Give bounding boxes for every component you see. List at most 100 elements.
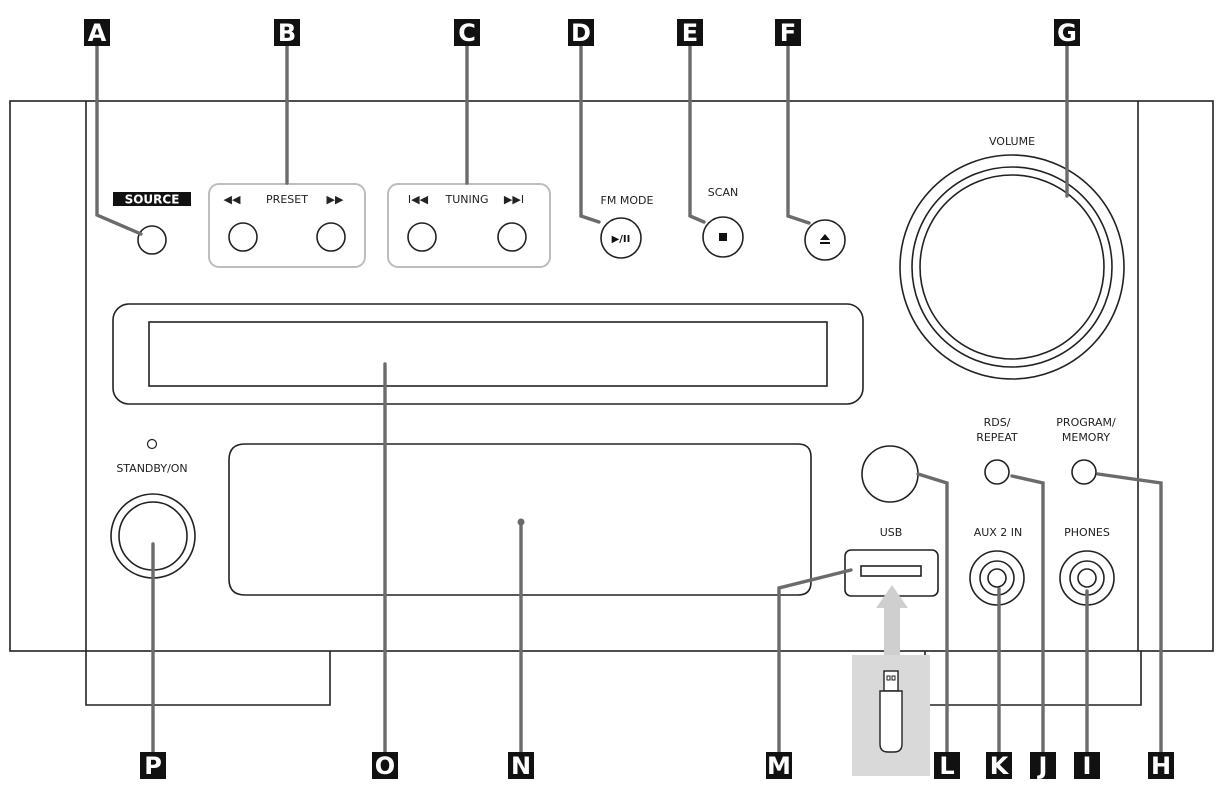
callouts: A B C D E F G H I J K L M N O P — [84, 19, 1174, 780]
rds-repeat-button[interactable] — [984, 459, 1010, 485]
preset-next-glyph: ▶▶ — [327, 193, 344, 206]
volume-label: VOLUME — [989, 135, 1035, 148]
callout-i-letter: I — [1083, 752, 1092, 780]
callout-c: C — [454, 19, 480, 47]
front-panel-outline — [9, 100, 1214, 652]
callout-a: A — [84, 19, 110, 47]
preset-group: ◀◀ PRESET ▶▶ — [208, 183, 366, 268]
callout-g: G — [1054, 19, 1080, 47]
standby-indicator — [146, 438, 158, 450]
callout-n: N — [508, 752, 534, 780]
scan-control: SCAN — [702, 186, 744, 258]
play-pause-icon: ▶/II — [612, 234, 631, 245]
callout-d: D — [568, 19, 594, 47]
callout-h-letter: H — [1151, 752, 1171, 780]
volume-control: VOLUME — [899, 135, 1125, 380]
callout-l-letter: L — [939, 752, 954, 780]
callout-b: B — [274, 19, 300, 47]
stop-icon — [719, 233, 727, 241]
usb-insertion-illustration — [852, 585, 930, 776]
unit-body — [9, 100, 1214, 706]
standby-control: STANDBY/ON — [110, 438, 196, 579]
rds-repeat-control: RDS/ REPEAT — [976, 416, 1018, 485]
program-memory-button[interactable] — [1071, 459, 1097, 485]
tuning-down-button[interactable] — [407, 222, 437, 252]
standby-label: STANDBY/ON — [116, 462, 187, 475]
stop-button[interactable] — [702, 216, 744, 258]
usb-stick-icon — [879, 670, 903, 753]
right-foot — [924, 651, 1142, 706]
program-label-line2: MEMORY — [1062, 431, 1111, 444]
remote-sensor — [861, 445, 919, 503]
callout-d-letter: D — [571, 19, 591, 47]
callout-p-letter: P — [144, 752, 162, 780]
callout-g-letter: G — [1057, 19, 1077, 47]
callout-l: L — [934, 752, 960, 780]
tuning-label: TUNING — [445, 193, 489, 206]
preset-up-button[interactable] — [316, 222, 346, 252]
play-pause-button[interactable] — [600, 217, 642, 259]
callout-e-letter: E — [682, 19, 698, 47]
eject-control — [804, 219, 846, 261]
callout-i: I — [1074, 752, 1100, 780]
usb-label: USB — [880, 526, 903, 539]
display-window — [228, 443, 812, 596]
leader-m — [777, 568, 853, 754]
leader-e — [688, 44, 706, 224]
disc-tray-slot — [148, 321, 828, 387]
scan-label: SCAN — [708, 186, 738, 199]
preset-down-button[interactable] — [228, 222, 258, 252]
callout-j-letter: J — [1037, 752, 1048, 780]
callout-o: O — [372, 752, 398, 780]
volume-knob[interactable] — [919, 174, 1105, 360]
source-control: SOURCE — [113, 192, 191, 255]
aux-jack[interactable] — [987, 568, 1007, 588]
phones-jack[interactable] — [1077, 568, 1097, 588]
source-button[interactable] — [137, 225, 167, 255]
rds-label-line2: REPEAT — [976, 431, 1018, 444]
tuning-up-button[interactable] — [497, 222, 527, 252]
leader-h — [1096, 472, 1163, 754]
source-label: SOURCE — [125, 193, 180, 207]
tuning-next-glyph: ▶▶I — [504, 193, 524, 206]
callout-k-letter: K — [990, 752, 1010, 780]
aux-jack-outer — [969, 550, 1025, 606]
disc-tray — [112, 303, 864, 405]
callout-f: F — [775, 19, 801, 47]
play-pause-control: FM MODE ▶/II — [600, 194, 653, 259]
callout-f-letter: F — [780, 19, 796, 47]
preset-label: PRESET — [266, 193, 308, 206]
phones-label: PHONES — [1064, 526, 1110, 539]
leader-j — [1010, 474, 1045, 754]
program-memory-control: PROGRAM/ MEMORY — [1056, 416, 1116, 485]
eject-button[interactable] — [804, 219, 846, 261]
tuning-prev-glyph: I◀◀ — [408, 193, 429, 206]
source-label-bg — [113, 192, 191, 206]
tuning-group: I◀◀ TUNING ▶▶I — [387, 183, 551, 268]
volume-knob-middle-ring — [911, 166, 1113, 368]
usb-insert-arrow — [876, 585, 908, 655]
callout-n-letter: N — [511, 752, 531, 780]
leader-l — [916, 472, 949, 754]
aux-jack-middle — [979, 560, 1015, 596]
callout-m: M — [766, 752, 792, 780]
volume-knob-outer-ring — [899, 154, 1125, 380]
preset-prev-glyph: ◀◀ — [224, 193, 241, 206]
callout-e: E — [677, 19, 703, 47]
aux-label: AUX 2 IN — [974, 526, 1023, 539]
disc-tray-bezel — [112, 303, 864, 405]
program-label-line1: PROGRAM/ — [1056, 416, 1116, 429]
callout-h: H — [1148, 752, 1174, 780]
leader-n-end — [517, 518, 525, 526]
callout-b-letter: B — [278, 19, 296, 47]
usb-port[interactable] — [860, 565, 922, 577]
callout-a-letter: A — [88, 19, 107, 47]
tuning-group-frame — [387, 183, 551, 268]
leader-d — [579, 44, 601, 224]
aux-control: AUX 2 IN — [969, 526, 1025, 606]
left-foot — [85, 651, 331, 706]
callout-j: J — [1030, 752, 1056, 780]
callout-c-letter: C — [458, 19, 476, 47]
leader-a — [95, 44, 143, 236]
